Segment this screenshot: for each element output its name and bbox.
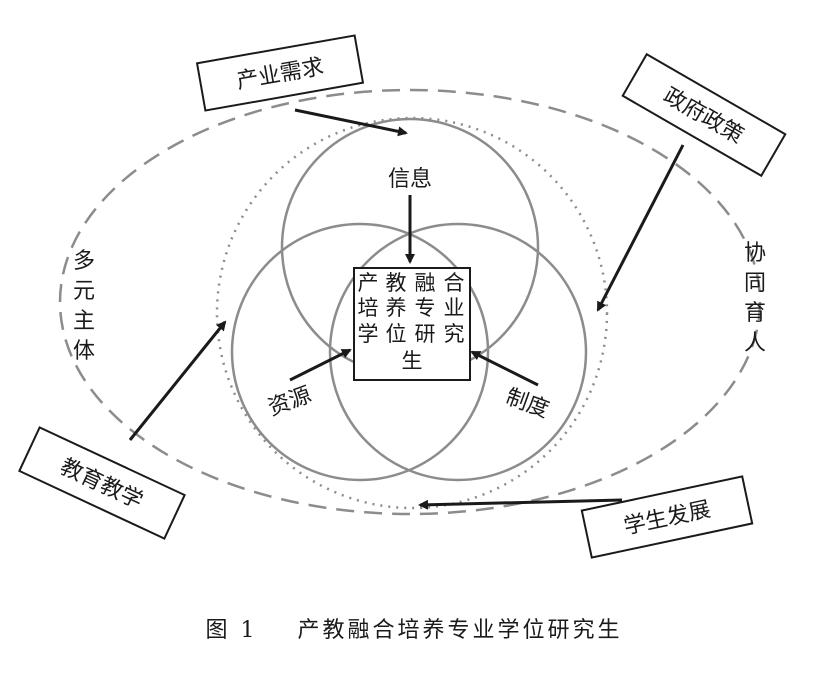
figure-title: 产教融合培养专业学位研究生 <box>297 618 623 643</box>
center-char: 产 <box>358 271 379 295</box>
right-circle <box>328 222 588 482</box>
side-label-left-char: 元 <box>73 279 95 304</box>
center-char: 学 <box>358 322 379 346</box>
side-label-left-char: 主 <box>73 309 95 334</box>
box-student-development: 学生发展 <box>580 475 754 559</box>
center-char: 合 <box>444 271 465 295</box>
side-label-right-char: 协 <box>744 241 766 266</box>
side-label-left-char: 多 <box>73 249 95 274</box>
center-char: 教 <box>386 271 407 295</box>
figure-caption: 图 1 产教融合培养专业学位研究生 <box>0 612 828 644</box>
center-char: 究 <box>444 322 465 346</box>
side-label-left-char: 体 <box>73 339 95 364</box>
outer-dashed-ellipse <box>58 88 762 516</box>
box-education-teaching: 教育教学 <box>18 426 186 540</box>
side-label-right-char: 人 <box>744 331 766 356</box>
side-label-right: 协 同 育 人 <box>744 241 766 356</box>
arrow-resources-to-center <box>289 348 352 382</box>
arrow-education-teaching <box>128 320 227 441</box>
concept-diagram: 产 培 学 教 养 位 生 融 专 研 合 业 究 信息 资源 制度 产业需求 … <box>18 34 787 559</box>
center-char: 业 <box>444 296 465 320</box>
label-institutions: 制度 <box>502 385 552 424</box>
center-char: 研 <box>415 322 436 346</box>
center-char: 融 <box>415 271 436 295</box>
center-box-text: 产 培 学 教 养 位 生 融 专 研 合 业 究 <box>358 271 465 373</box>
box-industry-demand: 产业需求 <box>195 34 365 112</box>
center-char: 生 <box>402 349 423 373</box>
arrow-government-policy <box>596 144 685 312</box>
center-char: 养 <box>386 296 407 320</box>
figure-number: 图 1 <box>205 618 258 643</box>
inner-dotted-circle <box>215 116 609 510</box>
left-circle <box>230 222 490 482</box>
box-government-policy: 政府政策 <box>621 52 787 178</box>
side-label-right-char: 同 <box>744 271 766 296</box>
side-label-left: 多 元 主 体 <box>73 249 95 364</box>
side-label-right-char: 育 <box>744 301 766 326</box>
label-information: 信息 <box>388 167 432 192</box>
center-char: 专 <box>415 296 436 320</box>
center-char: 位 <box>386 322 407 346</box>
center-char: 培 <box>358 296 379 320</box>
center-box <box>353 267 471 381</box>
arrow-industry-demand <box>294 108 408 137</box>
arrow-institutions-to-center <box>470 350 539 387</box>
arrow-student-development <box>418 498 623 510</box>
label-resources: 资源 <box>265 383 315 422</box>
